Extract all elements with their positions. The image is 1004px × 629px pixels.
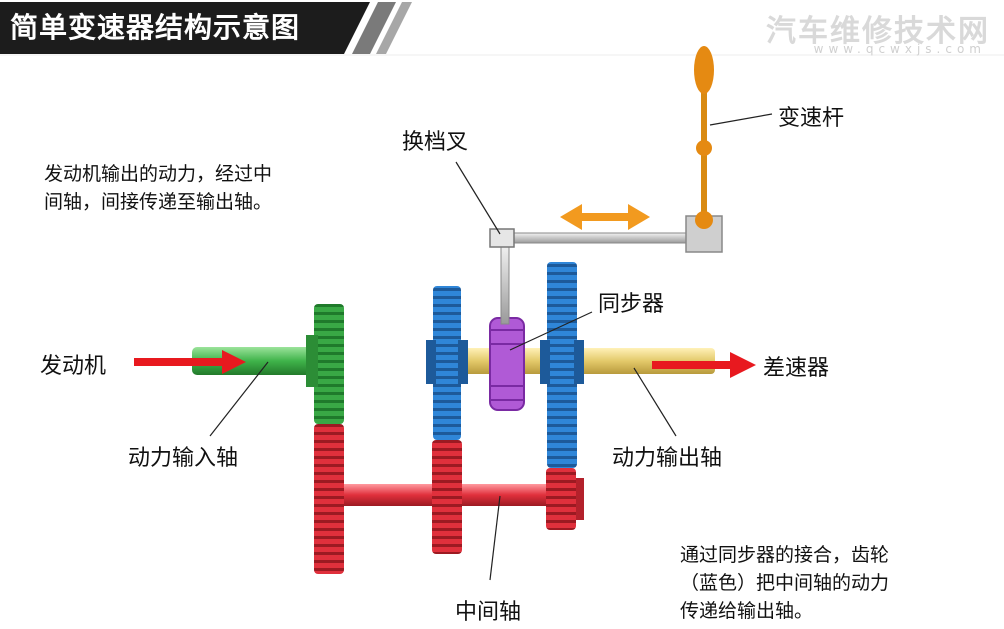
counter-gear-small (546, 468, 584, 530)
label-synchronizer: 同步器 (598, 292, 665, 317)
output-gear-2 (540, 262, 584, 468)
lever-pivot (685, 215, 723, 253)
note-bottom-right-line3: 传递给输出轴。 (680, 600, 814, 622)
title-banner (0, 2, 1004, 56)
note-top-left: 发动机输出的动力，经过中 间轴，间接传递至输出轴。 (44, 160, 272, 216)
page-title: 简单变速器结构示意图 (10, 11, 301, 44)
engine-input-arrow (134, 350, 246, 374)
label-shift-lever: 变速杆 (778, 106, 845, 131)
label-differential: 差速器 (763, 356, 830, 381)
note-bottom-right-line1: 通过同步器的接合，齿轮 (680, 544, 890, 566)
output-gear-1 (426, 286, 468, 440)
input-gear (306, 304, 344, 424)
shift-fork-rod (500, 243, 510, 325)
note-top-left-line1: 发动机输出的动力，经过中 (44, 163, 273, 185)
shift-fork (489, 228, 515, 248)
label-input-shaft: 动力输入轴 (128, 446, 239, 471)
watermark-logo: 汽车维修技术网 (766, 14, 990, 49)
label-output-shaft: 动力输出轴 (612, 446, 723, 471)
synchronizer (489, 317, 525, 411)
counter-gear-large (314, 424, 344, 574)
note-bottom-right-line2: （蓝色）把中间轴的动力 (680, 572, 890, 594)
shift-lever-knob (694, 46, 714, 94)
label-shift-fork: 换档叉 (402, 130, 469, 155)
label-engine: 发动机 (40, 354, 107, 379)
label-countershaft: 中间轴 (455, 600, 522, 625)
shift-direction-arrow (560, 204, 650, 230)
differential-output-arrow (652, 352, 756, 378)
leader-lines (209, 113, 773, 581)
counter-gear-middle (432, 440, 462, 554)
watermark-url: www.qcwxjs.com (813, 42, 986, 56)
note-bottom-right: 通过同步器的接合，齿轮 （蓝色）把中间轴的动力 传递给输出轴。 (680, 541, 889, 625)
shift-rail (489, 232, 691, 244)
note-top-left-line2: 间轴，间接传递至输出轴。 (44, 191, 273, 213)
